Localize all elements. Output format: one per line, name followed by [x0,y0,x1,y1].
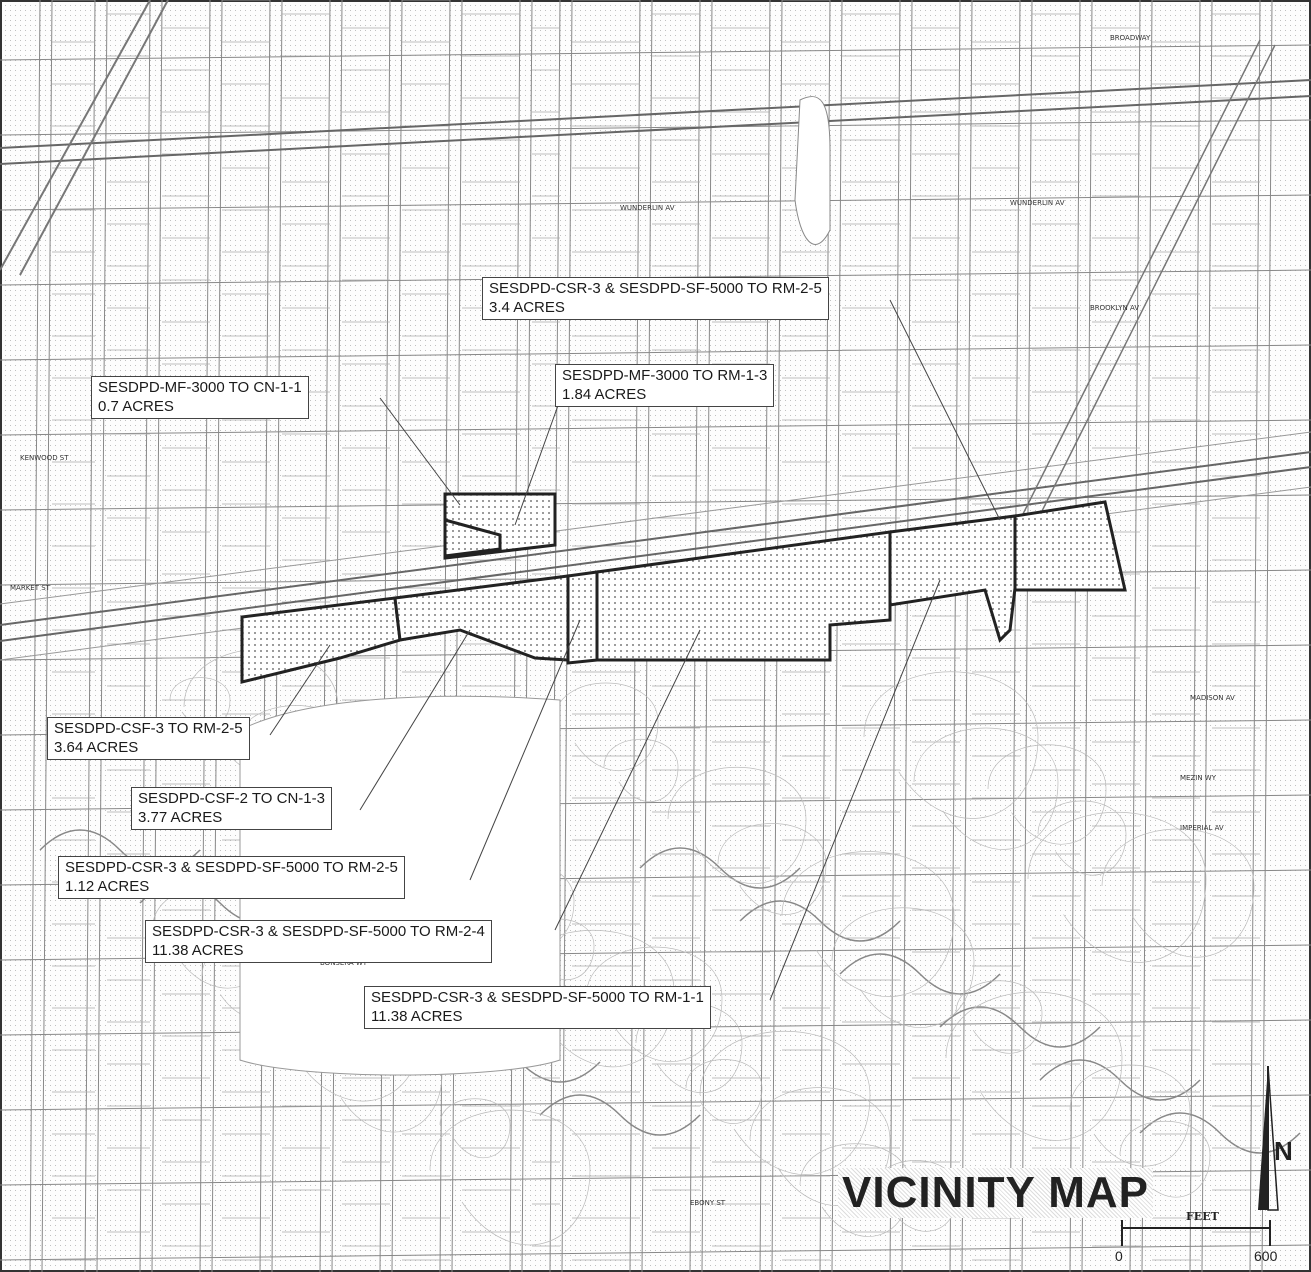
zoning-label-area: 1.12 ACRES [65,878,150,895]
zoning-label-7: SESDPD-CSR-3 & SESDPD-SF-5000 TO RM-2-4 … [145,920,492,963]
street-label: KENWOOD ST [20,454,69,462]
diagonal-road [0,0,1276,566]
street-label: EBONY ST [690,1199,726,1207]
north-arrow [1258,1065,1279,1211]
street-label: BROADWAY [1110,34,1151,42]
north-label: N [1274,1136,1293,1166]
scale-start-label: 0 [1115,1248,1123,1264]
street-label: BONSERA WY [320,959,368,967]
zoning-label-6: SESDPD-CSR-3 & SESDPD-SF-5000 TO RM-2-5 … [58,856,405,899]
zoning-label-area: 3.4 ACRES [489,299,565,316]
zoning-label-text: SESDPD-CSR-3 & SESDPD-SF-5000 TO RM-2-5 [489,280,822,297]
zoning-label-area: 3.64 ACRES [54,739,139,756]
zoning-label-text: SESDPD-CSF-3 TO RM-2-5 [54,720,243,737]
northern-road [0,79,1311,165]
map-title: VICINITY MAP [838,1168,1154,1218]
zoning-label-4: SESDPD-CSF-3 TO RM-2-5 3.64 ACRES [47,717,250,760]
zoning-label-2: SESDPD-MF-3000 TO CN-1-1 0.7 ACRES [91,376,309,419]
parcel-rm-2-5-mid [566,570,599,665]
zoning-label-text: SESDPD-MF-3000 TO CN-1-1 [98,379,302,396]
scale-end-label: 600 [1254,1248,1278,1264]
street-label: BROOKLYN AV [1090,304,1139,312]
parcel-rm-1-3 [443,518,502,558]
scale-bar [1121,1220,1271,1246]
street-labels: WUNDERLIN AV WUNDERLIN AV BROOKLYN AV BROAD… [10,34,1235,1207]
street-label: MARKET ST [10,584,51,592]
zoning-label-text: SESDPD-CSR-3 & SESDPD-SF-5000 TO RM-2-5 [65,859,398,876]
zoning-label-area: 3.77 ACRES [138,809,223,826]
zoning-label-text: SESDPD-CSF-2 TO CN-1-3 [138,790,325,807]
street-label: WUNDERLIN AV [620,204,675,212]
zoning-label-area: 1.84 ACRES [562,386,647,403]
parcel-rm-2-5-west [240,596,402,684]
street-label: WUNDERLIN AV [1010,199,1065,207]
leader-lines [269,299,1001,1001]
zoning-label-1: SESDPD-CSR-3 & SESDPD-SF-5000 TO RM-2-5 … [482,277,829,320]
zoning-label-text: SESDPD-CSR-3 & SESDPD-SF-5000 TO RM-1-1 [371,989,704,1006]
zoning-label-text: SESDPD-CSR-3 & SESDPD-SF-5000 TO RM-2-4 [152,923,485,940]
zoning-label-area: 11.38 ACRES [371,1008,463,1025]
street-label: IMPERIAL AV [1180,824,1224,832]
street-label: MADISON AV [1190,694,1235,702]
contour-lines [151,648,1255,1246]
rezoning-parcels [240,492,1127,684]
zoning-label-3: SESDPD-MF-3000 TO RM-1-3 1.84 ACRES [555,364,775,407]
zoning-label-area: 0.7 ACRES [98,398,174,415]
zoning-label-text: SESDPD-MF-3000 TO RM-1-3 [562,367,768,384]
scale-unit-label: FEET [1186,1210,1219,1223]
zoning-label-5: SESDPD-CSF-2 TO CN-1-3 3.77 ACRES [131,787,332,830]
zoning-label-8: SESDPD-CSR-3 & SESDPD-SF-5000 TO RM-1-1 … [364,986,711,1029]
zoning-label-area: 11.38 ACRES [152,942,244,959]
parcel-rm-2-5-east [1013,500,1127,592]
street-label: MEZIN WY [1180,774,1217,782]
